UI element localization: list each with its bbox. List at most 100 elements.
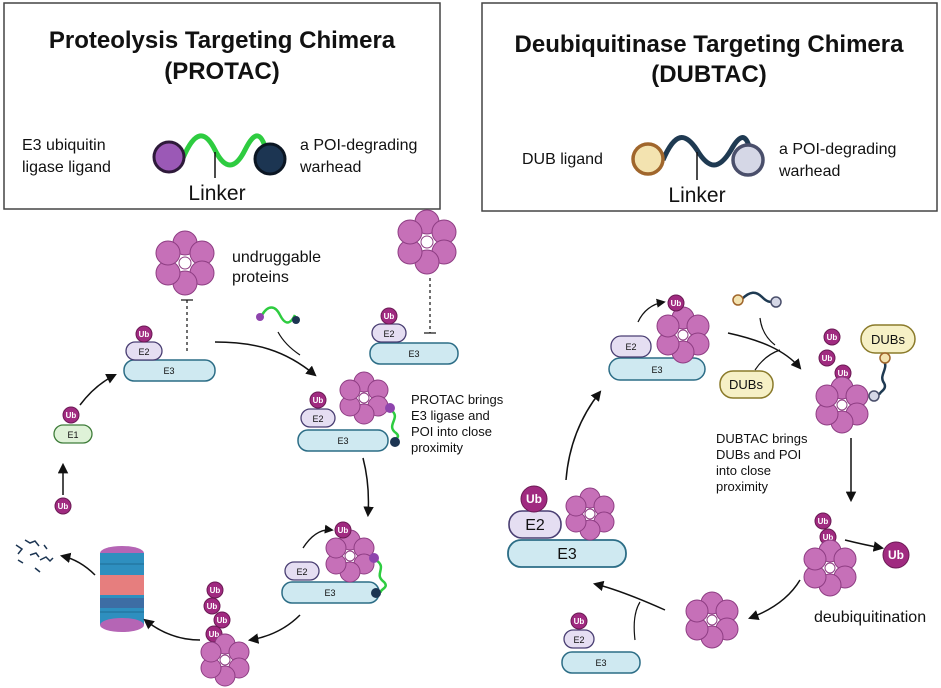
cycle-arrow — [727, 332, 802, 370]
cycle-arrow — [143, 618, 201, 641]
protac-molecule-ligand — [256, 313, 264, 321]
ub-label: Ub — [313, 396, 324, 405]
ub-label: Ub — [338, 526, 349, 535]
dubtac-molecule-warhead — [868, 390, 880, 402]
dubtac-note-line1: DUBTAC brings — [716, 431, 808, 446]
ubiquitin-icon — [520, 485, 548, 513]
dubs-badge — [719, 370, 774, 399]
undruggable-label-line2: proteins — [232, 269, 289, 286]
cycle-arrow — [247, 614, 301, 644]
cycle-arrow — [565, 390, 602, 481]
protein-icon — [325, 529, 375, 583]
merge-arrow — [759, 317, 776, 346]
dubtac-right-label-line2: warhead — [778, 163, 840, 180]
cycle-arrow — [592, 580, 666, 611]
e1-label: E1 — [67, 430, 78, 440]
ubiquitin-icon — [309, 391, 327, 409]
peptide-fragments-icon — [15, 539, 54, 573]
e2-label: E2 — [296, 567, 307, 577]
e3-ligase — [123, 359, 216, 382]
protac-molecule-ligand — [385, 403, 395, 413]
ub-label: Ub — [822, 354, 833, 363]
ub-transfer-arrow — [637, 298, 666, 323]
e2-enzyme — [284, 561, 320, 581]
dubtac-warhead-icon — [731, 143, 765, 177]
e3-ligase — [507, 539, 627, 568]
protac-note-line1: PROTAC brings — [411, 392, 504, 407]
ub-transfer-arrow — [302, 524, 334, 549]
deubiquitination-label: deubiquitination — [814, 609, 926, 626]
ubiquitin-icon — [135, 325, 153, 343]
e3-label: E3 — [557, 546, 577, 563]
e3-label: E3 — [324, 588, 335, 598]
e3-ligand-icon — [152, 140, 186, 174]
dubs-badge — [860, 324, 916, 354]
cycle-arrow — [79, 374, 117, 406]
protac-molecule-linker — [375, 558, 387, 594]
e2-label: E2 — [138, 347, 149, 357]
cycle-arrow — [214, 341, 317, 377]
ub-label: Ub — [207, 602, 218, 611]
dubtac-panel: Deubiquitinase Targeting Chimera (DUBTAC… — [481, 2, 938, 212]
dubs-label: DUBs — [871, 332, 905, 347]
dubtac-linker-label: Linker — [668, 184, 725, 207]
dubs-label: DUBs — [729, 377, 763, 392]
protein-icon — [339, 371, 389, 425]
e2-enzyme — [563, 629, 595, 649]
e3-ligase — [561, 651, 641, 674]
e3-label: E3 — [163, 366, 174, 376]
e2-label: E2 — [312, 414, 323, 424]
protein-icon — [397, 209, 457, 275]
release-arrow — [844, 539, 885, 552]
protac-left-label-line1: E3 ubiquitin — [22, 137, 106, 154]
dubtac-title-line2: (DUBTAC) — [651, 61, 767, 88]
dubtac-molecule-linker — [741, 291, 776, 303]
e3-label: E3 — [408, 349, 419, 359]
ub-label: Ub — [671, 299, 682, 308]
ubiquitin-icon — [213, 611, 231, 629]
e2-label: E2 — [383, 329, 394, 339]
protein-icon — [200, 633, 250, 687]
protein-icon — [656, 306, 710, 364]
ubiquitin-icon — [62, 406, 80, 424]
protac-note-line4: proximity — [411, 440, 464, 455]
cycle-arrow — [59, 552, 96, 576]
ub-label: Ub — [66, 411, 77, 420]
protac-molecule-linker — [390, 408, 400, 442]
e3-ligase — [608, 357, 706, 381]
ub-label: Ub — [209, 630, 220, 639]
ub-label: Ub — [823, 533, 834, 542]
ubiquitin-icon — [334, 521, 352, 539]
dubtac-molecule-linker — [878, 359, 887, 396]
e2-label: E2 — [625, 342, 636, 352]
e2-enzyme — [300, 408, 336, 428]
protac-title-line2: (PROTAC) — [164, 58, 280, 85]
dubtac-note-line3: into close — [716, 463, 771, 478]
ub-label: Ub — [217, 616, 228, 625]
protac-linker-label: Linker — [188, 182, 245, 205]
undruggable-label-line1: undruggable — [232, 249, 321, 266]
dubtac-cycle: E3 E2 Ub DUBs Ub Ub Ub — [507, 291, 926, 674]
ubiquitin-icon — [814, 512, 832, 530]
protac-molecule-linker — [260, 306, 297, 324]
e2-enzyme — [610, 335, 652, 358]
protac-right-label-line2: warhead — [299, 159, 361, 176]
protein-icon — [815, 376, 869, 434]
protein-icon — [685, 591, 739, 649]
e1-enzyme — [53, 424, 93, 444]
protac-note-line3: POI into close — [411, 424, 492, 439]
e3-label: E3 — [595, 658, 606, 668]
protac-note-line2: E3 ligase and — [411, 408, 490, 423]
ubiquitin-icon — [818, 349, 836, 367]
protac-linker — [180, 133, 271, 168]
protac-molecule-warhead — [292, 316, 300, 324]
protac-panel: Proteolysis Targeting Chimera (PROTAC) E… — [3, 2, 441, 210]
ubiquitin-icon — [203, 597, 221, 615]
ubiquitin-icon — [570, 612, 588, 630]
dubtac-note-line4: proximity — [716, 479, 769, 494]
merge-arrow — [633, 601, 641, 641]
ub-label: Ub — [210, 586, 221, 595]
merge-arrow — [277, 331, 301, 356]
cycle-arrow — [748, 579, 801, 620]
